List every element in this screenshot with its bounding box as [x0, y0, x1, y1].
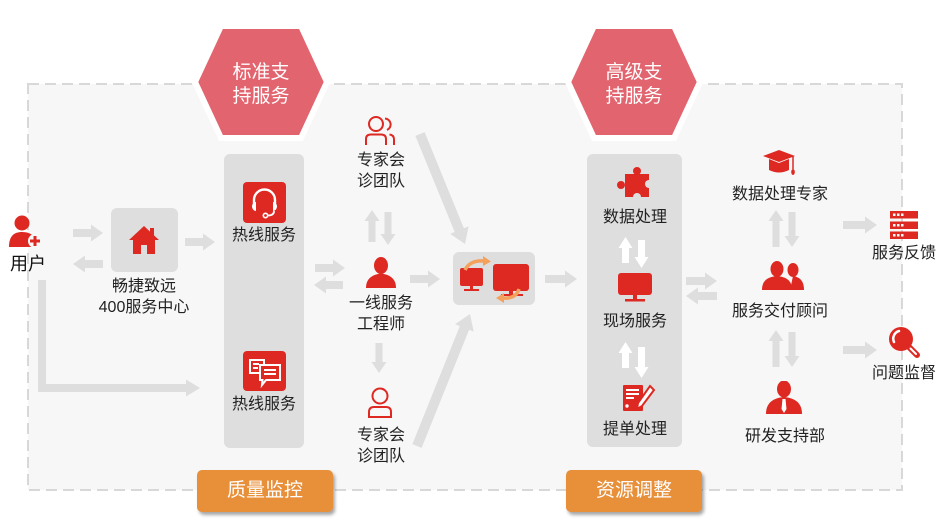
- standard-support-title: 标准支 持服务: [201, 61, 321, 109]
- graduation-cap-icon[interactable]: [762, 150, 796, 177]
- engineer-label: 一线服务 工程师: [311, 293, 451, 335]
- server-list-icon[interactable]: [890, 211, 918, 239]
- remote-desktop-icon: [460, 256, 529, 303]
- advanced-support-title-line2: 持服务: [605, 86, 663, 107]
- expert-team-bottom-label: 专家会 诊团队: [311, 425, 451, 467]
- standard-support-title-line2: 持服务: [232, 86, 290, 107]
- arrow-advanced-to-advisor: [686, 272, 717, 290]
- expert-team-top-line2: 诊团队: [356, 173, 405, 190]
- arrow-experts-bottom-to-hub: [412, 314, 474, 448]
- service-center-hotline: 400服务中心: [98, 299, 190, 316]
- engineer-line1: 一线服务: [348, 295, 413, 312]
- role-label: 服务交付顾问: [731, 303, 828, 320]
- standard-support-title-line1: 标准支: [232, 62, 290, 83]
- person-outline-icon[interactable]: [367, 387, 393, 418]
- engineer-line2: 工程师: [356, 316, 405, 333]
- arrow-service-center-to-hotline: [185, 233, 215, 251]
- arrow-roles-up-1: [768, 210, 784, 247]
- arrow-engineer-down: [371, 343, 387, 373]
- arrow-engineer-up: [364, 210, 380, 242]
- advanced-support-title-line1: 高级支: [605, 62, 663, 83]
- arrow-experts-down: [380, 212, 396, 245]
- magnifier-icon[interactable]: [887, 326, 920, 358]
- expert-team-bottom-line1: 专家会: [356, 427, 405, 444]
- role-label: 研发支持部: [744, 428, 825, 445]
- arrow-user-to-service-center: [73, 224, 103, 242]
- puzzle-icon[interactable]: [617, 167, 651, 199]
- arrow-service-center-to-user: [73, 255, 103, 273]
- arrow-advisor-to-advanced: [686, 287, 717, 305]
- service-center-label: 畅捷致远 400服务中心: [74, 276, 214, 318]
- advanced-item-label: 现场服务: [602, 313, 667, 330]
- advanced-item-label: 数据处理: [602, 209, 667, 226]
- arrow-roles-down-2: [784, 332, 800, 367]
- expert-team-top-label: 专家会 诊团队: [311, 150, 451, 192]
- headset-icon[interactable]: [243, 182, 286, 223]
- chat-bubbles-icon[interactable]: [243, 351, 286, 391]
- team-icon[interactable]: [762, 261, 804, 290]
- arrow-hotline-to-engineer: [315, 259, 345, 277]
- standard-support-hexagon[interactable]: [191, 23, 331, 141]
- monitor-icon[interactable]: [618, 273, 652, 302]
- advanced-support-title: 高级支 持服务: [574, 61, 694, 109]
- arrow-engineer-to-hub: [410, 270, 440, 288]
- arrow-engineer-to-hotline: [314, 276, 343, 294]
- person-icon[interactable]: [365, 257, 397, 288]
- arrow-user-to-standard-chat: [38, 280, 200, 397]
- advanced-support-hexagon[interactable]: [564, 23, 704, 141]
- arrow-roles-up-2: [768, 330, 784, 367]
- arrow-roles-down-1: [784, 212, 800, 247]
- businessman-icon[interactable]: [765, 381, 803, 414]
- group-outline-icon[interactable]: [364, 115, 396, 146]
- arrow-hub-to-advanced: [545, 270, 577, 288]
- arrow-advanced-up-1: [618, 237, 633, 263]
- form-edit-icon[interactable]: [623, 384, 655, 412]
- home-icon: [129, 226, 159, 254]
- output-label: 服务反馈: [871, 245, 936, 262]
- role-label: 数据处理专家: [731, 186, 828, 203]
- expert-team-bottom-line2: 诊团队: [356, 448, 405, 465]
- quality-monitoring-button[interactable]: 质量监控: [197, 470, 333, 512]
- arrow-to-service-feedback: [843, 216, 877, 234]
- standard-item-label: 热线服务: [231, 396, 296, 413]
- standard-item-label: 热线服务: [231, 227, 296, 244]
- user-label: 用户: [10, 254, 46, 274]
- user-add-icon[interactable]: [8, 215, 42, 248]
- output-label: 问题监督: [871, 365, 936, 382]
- arrow-to-issue-supervision: [843, 341, 877, 359]
- expert-team-top-line1: 专家会: [356, 152, 405, 169]
- arrow-advanced-up-2: [618, 342, 633, 368]
- service-center-name: 畅捷致远: [111, 278, 176, 295]
- advanced-item-label: 提单处理: [602, 421, 667, 438]
- arrow-experts-top-to-hub: [415, 132, 469, 244]
- resource-adjustment-button[interactable]: 资源调整: [566, 470, 702, 512]
- arrow-advanced-down-2: [634, 347, 649, 378]
- arrow-advanced-down-1: [634, 240, 649, 268]
